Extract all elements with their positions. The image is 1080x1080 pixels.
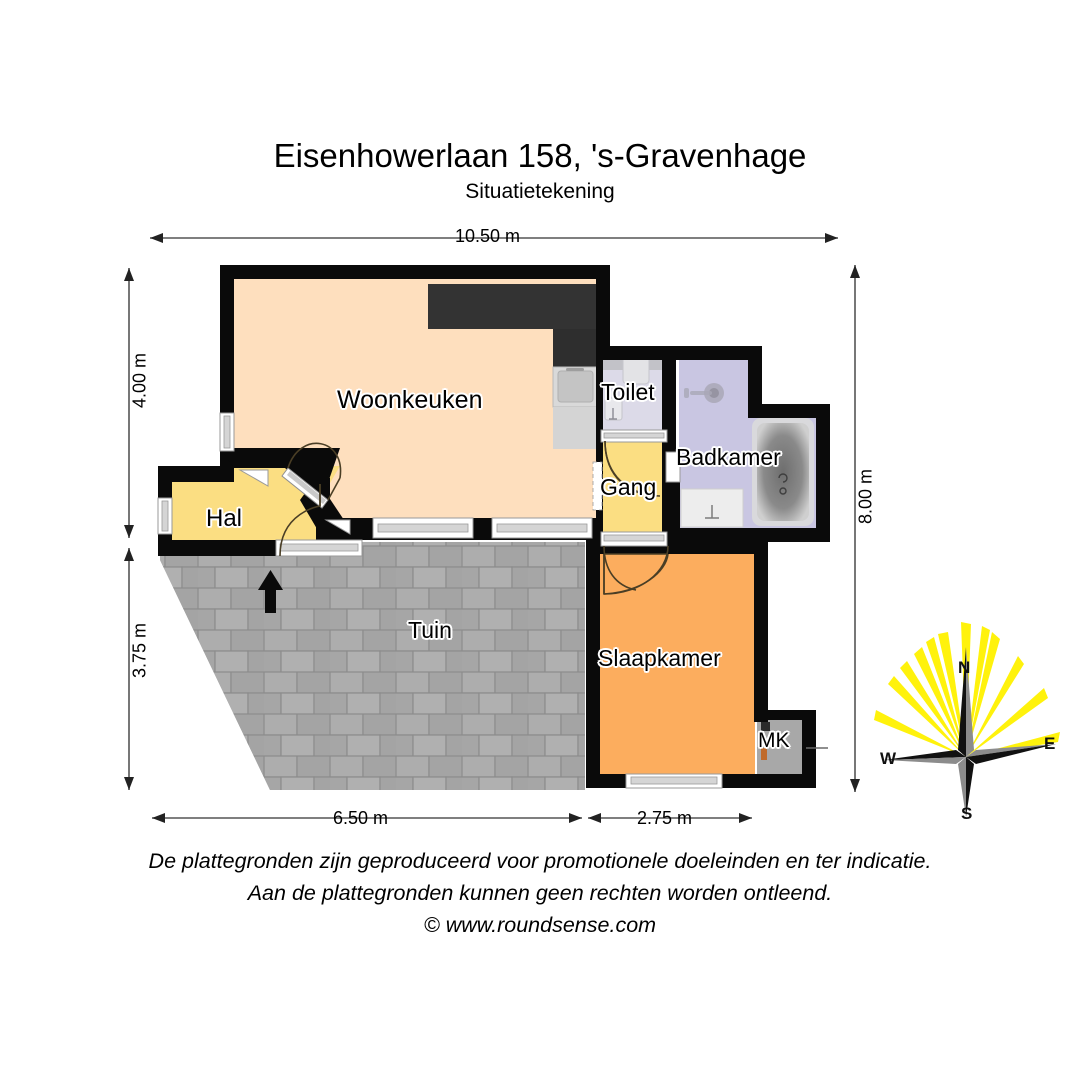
kitchen-counter <box>428 284 598 367</box>
mk-meter-details <box>761 722 770 760</box>
dim-bottom-left: 6.50 m <box>333 808 389 828</box>
dim-top-width: 10.50 m <box>455 226 521 246</box>
room-slaapkamer-fill <box>600 546 755 779</box>
compass-label-east: E <box>1044 734 1056 753</box>
room-gang-fill <box>601 441 667 537</box>
room-tuin <box>160 542 585 790</box>
footer-line-1: De plattegronden zijn geproduceerd voor … <box>148 849 932 873</box>
compass-sun-rays <box>874 622 1060 757</box>
title-block: Eisenhowerlaan 158, 's-Gravenhage Situat… <box>0 136 1080 206</box>
kitchen-appliance <box>553 407 598 449</box>
washbasin-icon <box>680 488 744 528</box>
dim-left-lower: 3.75 m <box>129 622 150 679</box>
hal-kitchen-door <box>281 467 329 509</box>
slaapkamer-door <box>603 553 669 595</box>
bathtub-icon <box>752 418 814 526</box>
compass-label-south: S <box>961 804 973 823</box>
footer-disclaimer: De plattegronden zijn geproduceerd voor … <box>0 845 1080 941</box>
page-title: Eisenhowerlaan 158, 's-Gravenhage <box>273 137 807 174</box>
dimension-lines <box>124 233 860 823</box>
entrance-arrow <box>258 570 283 613</box>
dim-right-total: 8.00 m <box>855 468 876 525</box>
dim-left-upper: 4.00 m <box>129 352 150 409</box>
kitchen-sink-icon <box>552 366 599 408</box>
compass-rose: N E S W <box>866 612 1066 827</box>
compass-label-north: N <box>958 658 971 677</box>
footer-line-2: Aan de plattegronden kunnen geen rechten… <box>247 881 833 905</box>
compass-star <box>884 647 1056 817</box>
page-subtitle: Situatietekening <box>465 180 615 203</box>
dim-bottom-right: 2.75 m <box>637 808 693 828</box>
compass-svg <box>874 622 1060 817</box>
windows <box>157 412 723 789</box>
compass-label-west: W <box>880 749 897 768</box>
footer-copyright: © www.roundsense.com <box>423 913 657 937</box>
shower-icon <box>684 383 724 403</box>
